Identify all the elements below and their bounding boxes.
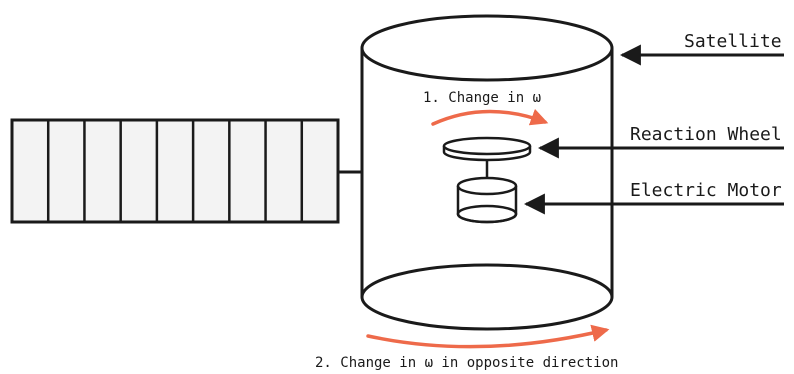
electric-motor [456,176,518,224]
reaction-wheel-top [442,136,532,156]
solar-panel [10,118,340,224]
solar-panel-frame [10,118,340,224]
rotation-arrow-satellite [366,324,610,349]
electric-motor-bottom [456,204,518,224]
satellite-body [360,14,614,331]
reaction-wheel [442,136,532,162]
reaction-wheel-label: Reaction Wheel [630,124,782,145]
satellite-top-ellipse [360,14,614,82]
electric-motor-top [456,176,518,196]
opposite-change-omega-label: 2. Change in ω in opposite direction [315,355,619,371]
satellite-bottom-ellipse [360,263,614,331]
electric-motor-label: Electric Motor [630,180,782,201]
rotation-arrow-wheel [431,108,549,126]
satellite-label: Satellite [684,31,782,52]
change-omega-label: 1. Change in ω [423,90,542,106]
